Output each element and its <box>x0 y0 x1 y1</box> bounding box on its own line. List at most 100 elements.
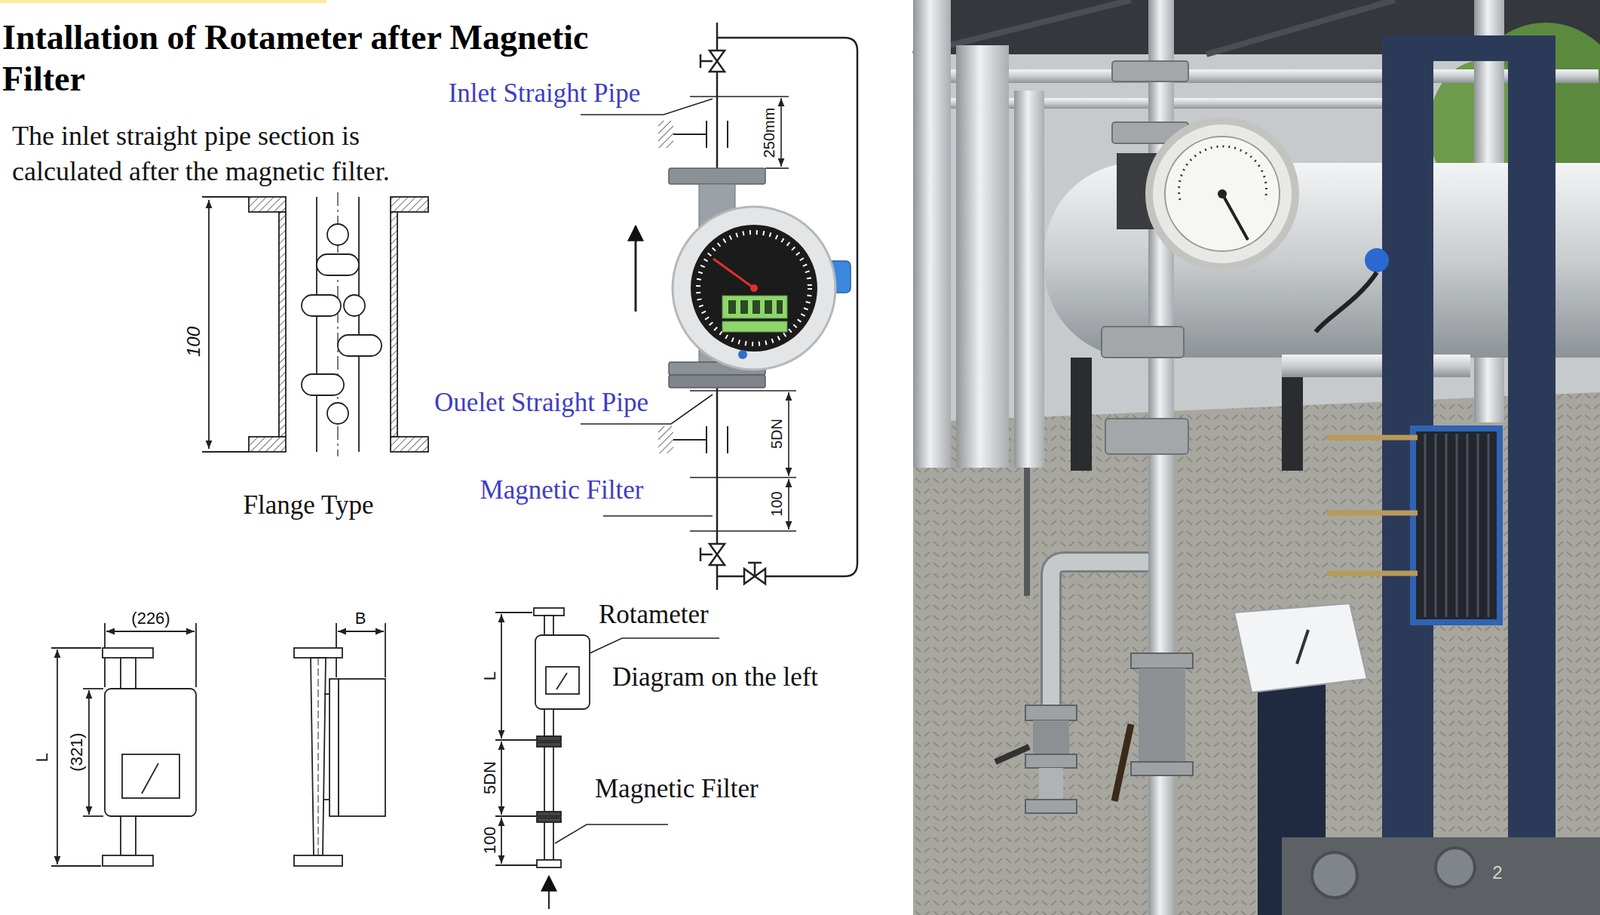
site-photo <box>995 746 1030 762</box>
rotameter-side-view <box>318 657 319 856</box>
pipe-line <box>716 22 719 169</box>
rotameter-front-view <box>56 649 59 865</box>
dimension-line <box>689 95 789 98</box>
support-symbol <box>658 426 728 454</box>
rotameter-illustration <box>672 206 836 370</box>
site-photo <box>913 0 1600 915</box>
site-photo <box>1025 754 1077 768</box>
magnetic-filter-section <box>202 450 249 453</box>
support-symbol <box>673 133 707 135</box>
site-photo <box>1315 272 1377 332</box>
rotameter-front-view <box>51 622 197 866</box>
site-photo <box>1025 704 1077 721</box>
site-photo <box>1070 357 1092 471</box>
installation-sketch <box>536 741 561 747</box>
part-label: Rotameter <box>598 599 709 630</box>
installation-sketch <box>495 611 533 614</box>
rotameter-front-view <box>141 763 159 794</box>
support-symbol <box>658 120 728 148</box>
part-label: Magnetic Filter <box>480 475 644 506</box>
installation-sketch <box>554 824 669 843</box>
rotameter-illustration <box>668 168 851 388</box>
dimension-line <box>765 167 789 169</box>
rotameter-side-view <box>294 622 386 866</box>
valve-symbol <box>700 50 725 72</box>
site-photo <box>913 0 951 468</box>
valve-symbol <box>754 562 757 577</box>
support-symbol <box>658 426 674 454</box>
installation-sketch <box>548 876 550 909</box>
site-photo <box>1311 852 1358 898</box>
support-symbol <box>726 426 729 454</box>
site-photo <box>1508 40 1556 915</box>
site-photo <box>1101 326 1184 358</box>
site-photo <box>1051 561 1149 705</box>
site-photo <box>1039 767 1064 800</box>
installation-sketch <box>535 634 590 709</box>
part-label: Magnetic Filter <box>594 773 759 804</box>
flow-arrow <box>634 226 638 312</box>
bypass-line <box>717 37 858 577</box>
magnetic-filter-section <box>202 192 429 457</box>
rotameter-side-view <box>337 630 384 632</box>
rotameter-side-view <box>338 678 386 816</box>
magnetic-filter-section <box>390 436 429 452</box>
installation-sketch <box>556 672 568 690</box>
valve-symbol <box>744 562 766 584</box>
site-photo <box>1364 248 1389 273</box>
installation-sketch <box>544 708 554 736</box>
magnetic-filter-section <box>390 211 398 437</box>
site-photo <box>1425 433 1489 617</box>
site-photo <box>1149 120 1296 267</box>
part-label: Ouelet Straight Pipe <box>434 387 649 418</box>
magnetic-filter-section <box>358 196 360 452</box>
rotameter-side-view <box>324 798 330 800</box>
rotameter-illustration <box>722 295 788 319</box>
magnetic-filter-section <box>316 254 359 276</box>
rotameter-side-view <box>294 855 343 866</box>
magnetic-filter-section <box>343 294 365 316</box>
rotameter-illustration <box>776 300 783 314</box>
rotameter-illustration <box>722 321 788 332</box>
installation-sketch <box>495 607 720 909</box>
dimension-value: 100 <box>768 490 786 516</box>
site-photo <box>1222 193 1248 240</box>
installation-sketch <box>495 864 537 866</box>
dimension-line <box>689 530 797 532</box>
valve-symbol <box>699 547 702 561</box>
dimension-value: (321) <box>67 732 86 771</box>
dimension-line <box>689 476 797 479</box>
installation-sketch <box>545 666 580 694</box>
site-photo <box>1164 136 1280 252</box>
valve-symbol <box>700 553 713 556</box>
site-photo <box>1014 90 1045 468</box>
site-photo <box>1131 652 1193 669</box>
site-photo <box>1114 723 1132 801</box>
rotameter-illustration <box>690 224 818 352</box>
site-photo <box>1327 435 1418 441</box>
support-symbol <box>726 120 729 148</box>
site-photo <box>1281 354 1471 378</box>
rotameter-illustration <box>668 168 766 184</box>
site-photo <box>1105 418 1189 454</box>
rotameter-front-view <box>106 630 195 632</box>
site-photo <box>956 45 1009 468</box>
rotameter-side-view <box>384 622 387 678</box>
rotameter-front-view <box>102 855 154 866</box>
dimension-value: 100 <box>480 826 500 855</box>
dimension-value: L <box>480 671 500 681</box>
installation-sketch <box>500 817 503 864</box>
rotameter-front-view <box>82 815 104 817</box>
dimension-value: 5DN <box>768 418 786 449</box>
site-photo <box>1032 720 1070 755</box>
dimension-value: L <box>32 752 52 762</box>
dimension-value: (226) <box>131 608 170 628</box>
site-photo <box>1138 668 1186 762</box>
rotameter-illustration <box>752 300 761 314</box>
installation-sketch <box>495 815 537 817</box>
valve-symbol <box>700 543 725 565</box>
page-number: 2 <box>1492 861 1502 883</box>
installation-sketch <box>495 738 537 741</box>
dimension-value: 5DN <box>480 760 500 794</box>
